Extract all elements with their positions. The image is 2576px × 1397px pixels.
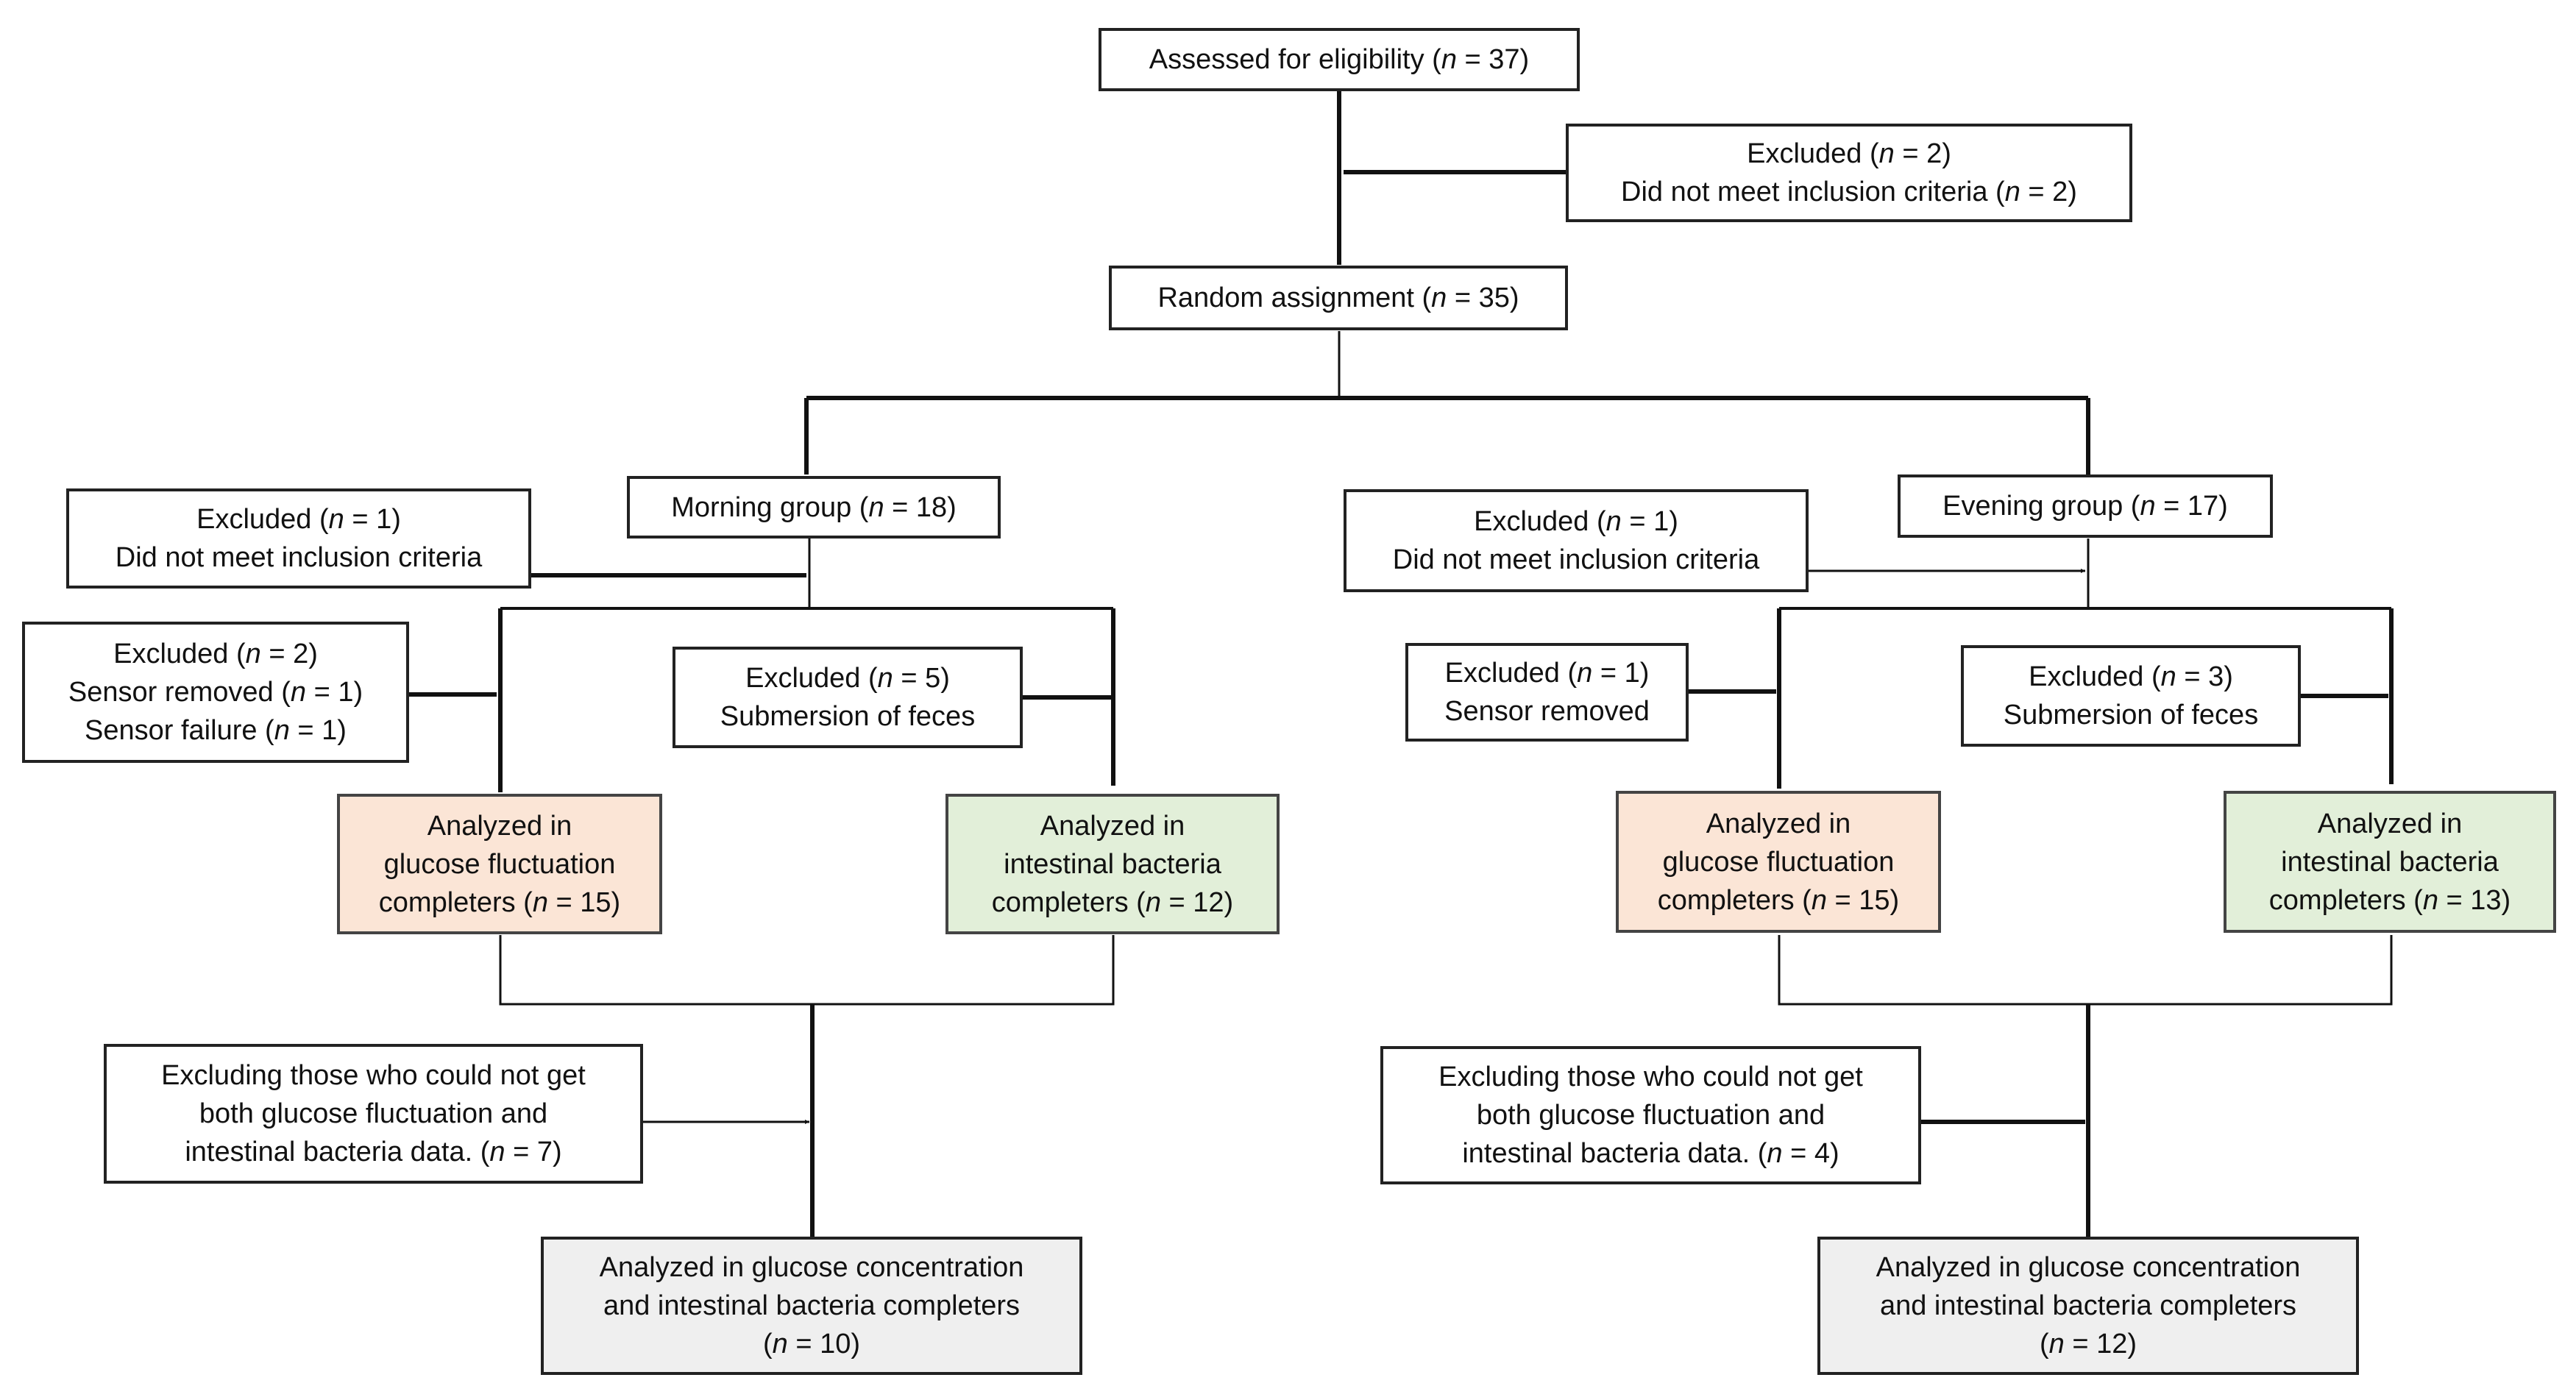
morning-excluded-both-line1: Excluding those who could not get [161, 1060, 586, 1091]
evening-bacteria-line3: completers (n = 13) [2268, 884, 2511, 916]
morning-excluded-feces-line1: Excluded (n = 5) [745, 663, 950, 694]
morning-excluded-sensor-line2: Sensor removed (n = 1) [68, 677, 363, 708]
morning-excluded-criteria-line1: Excluded (n = 1) [196, 504, 401, 535]
evening-excluded-sensor-line1: Excluded (n = 1) [1444, 658, 1650, 689]
evening-excluded-both-line1: Excluding those who could not get [1438, 1062, 1863, 1092]
evening-glucose-line3: completers (n = 15) [1657, 884, 1900, 916]
evening-bacteria-line2: intestinal bacteria [2281, 846, 2499, 878]
morning-final-line2: and intestinal bacteria completers [603, 1290, 1021, 1321]
morning-excluded-criteria-box: Excluded (n = 1) Did not meet inclusion … [66, 488, 531, 589]
evening-group-box: Evening group (n = 17) [1898, 474, 2273, 538]
evening-bacteria-line1: Analyzed in [2317, 808, 2463, 839]
morning-excluded-sensor-line1: Excluded (n = 2) [113, 639, 318, 669]
morning-group-box: Morning group (n = 18) [627, 476, 1001, 538]
excluded-top-line1: Excluded (n = 2) [1747, 138, 1951, 169]
evening-excluded-sensor-box: Excluded (n = 1) Sensor removed [1405, 643, 1689, 742]
evening-glucose-line1: Analyzed in [1706, 808, 1851, 839]
line-morning-merge [499, 935, 1115, 1006]
morning-excluded-sensor-box: Excluded (n = 2) Sensor removed (n = 1) … [22, 622, 409, 763]
morning-glucose-line2: glucose fluctuation [383, 848, 616, 880]
evening-excluded-feces-box: Excluded (n = 3) Submersion of feces [1961, 645, 2301, 747]
morning-excluded-both-box: Excluding those who could not get both g… [104, 1044, 643, 1184]
morning-bacteria-line3: completers (n = 12) [991, 886, 1234, 918]
excluded-top-line2: Did not meet inclusion criteria (n = 2) [1621, 177, 2077, 207]
evening-bacteria-completers-box: Analyzed in intestinal bacteria complete… [2224, 791, 2556, 933]
evening-final-line1: Analyzed in glucose concentration [1876, 1252, 2301, 1283]
evening-glucose-completers-box: Analyzed in glucose fluctuation complete… [1616, 791, 1941, 933]
evening-excluded-feces-line2: Submersion of feces [2003, 700, 2259, 731]
morning-bacteria-line2: intestinal bacteria [1004, 848, 1221, 880]
morning-excluded-both-line2: both glucose fluctuation and [199, 1098, 548, 1129]
random-assignment-label: Random assignment (n = 35) [1157, 282, 1519, 313]
morning-final-line3: (n = 10) [762, 1329, 861, 1359]
morning-group-label: Morning group (n = 18) [671, 491, 957, 523]
random-assignment-box: Random assignment (n = 35) [1109, 266, 1568, 330]
evening-excluded-sensor-line2: Sensor removed [1444, 696, 1650, 727]
morning-bacteria-line1: Analyzed in [1040, 810, 1185, 842]
morning-bacteria-completers-box: Analyzed in intestinal bacteria complete… [945, 794, 1280, 934]
morning-excluded-sensor-line3: Sensor failure (n = 1) [85, 715, 347, 746]
evening-excluded-both-line2: both glucose fluctuation and [1476, 1100, 1825, 1131]
evening-excluded-feces-line1: Excluded (n = 3) [2029, 661, 2233, 692]
line-evening-merge [1778, 935, 2393, 1006]
morning-glucose-completers-box: Analyzed in glucose fluctuation complete… [337, 794, 662, 934]
morning-final-completers-box: Analyzed in glucose concentration and in… [541, 1237, 1082, 1375]
excluded-top-box: Excluded (n = 2) Did not meet inclusion … [1566, 124, 2132, 222]
evening-final-line3: (n = 12) [2039, 1329, 2137, 1359]
evening-final-completers-box: Analyzed in glucose concentration and in… [1817, 1237, 2359, 1375]
morning-glucose-line3: completers (n = 15) [378, 886, 621, 918]
assessed-box: Assessed for eligibility (n = 37) [1099, 28, 1580, 91]
assessed-label: Assessed for eligibility (n = 37) [1149, 44, 1530, 75]
evening-excluded-criteria-line1: Excluded (n = 1) [1474, 506, 1678, 537]
morning-excluded-feces-box: Excluded (n = 5) Submersion of feces [673, 647, 1023, 748]
morning-excluded-feces-line2: Submersion of feces [720, 701, 976, 732]
evening-glucose-line2: glucose fluctuation [1662, 846, 1895, 878]
evening-excluded-criteria-line2: Did not meet inclusion criteria [1392, 544, 1760, 575]
evening-excluded-both-line3: intestinal bacteria data. (n = 4) [1462, 1138, 1839, 1169]
morning-glucose-line1: Analyzed in [427, 810, 572, 842]
morning-excluded-both-line3: intestinal bacteria data. (n = 7) [185, 1137, 562, 1167]
morning-excluded-criteria-line2: Did not meet inclusion criteria [115, 542, 483, 573]
evening-excluded-both-box: Excluding those who could not get both g… [1380, 1046, 1921, 1184]
evening-final-line2: and intestinal bacteria completers [1879, 1290, 2297, 1321]
morning-final-line1: Analyzed in glucose concentration [599, 1252, 1024, 1283]
evening-excluded-criteria-box: Excluded (n = 1) Did not meet inclusion … [1344, 489, 1809, 592]
evening-group-label: Evening group (n = 17) [1942, 491, 2228, 522]
